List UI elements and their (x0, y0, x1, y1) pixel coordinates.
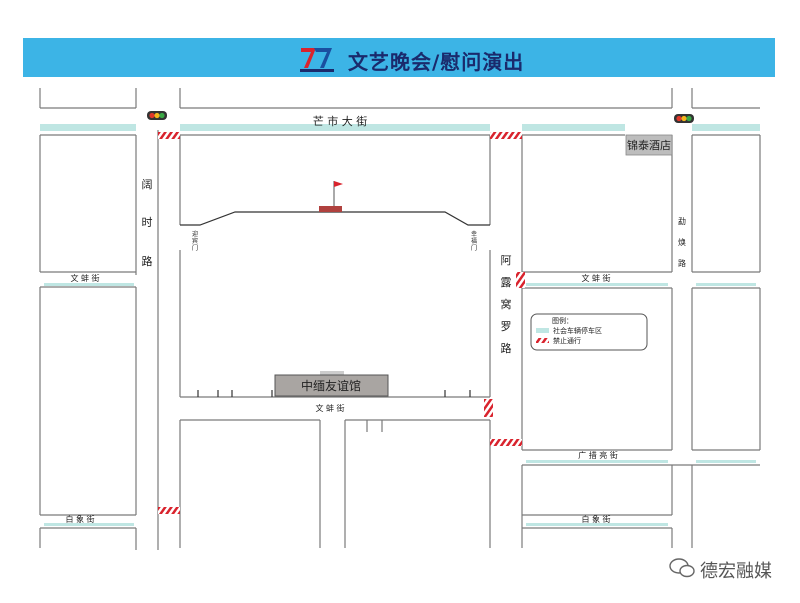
hotel-label: 锦泰酒店 (627, 138, 671, 152)
gate-west-2: 宾 (192, 237, 198, 245)
street-aluwoluo-5: 路 (501, 342, 512, 355)
logo-icon (298, 44, 338, 74)
street-baixiang-right: 白 象 街 (581, 514, 610, 524)
street-wenbang-bottom: 文 蚌 街 (315, 403, 344, 413)
gate-east-1: 幸 (471, 230, 477, 238)
traffic-light-icon (147, 111, 167, 120)
gate-west-1: 迎 (192, 230, 198, 238)
parking-zones (40, 124, 760, 526)
no-entry-markers (158, 132, 525, 514)
street-aluwoluo-4: 罗 (501, 320, 512, 333)
street-kuoshi-2: 时 (142, 216, 153, 229)
no-entry-marker (490, 132, 522, 139)
street-baixiang-left: 白 象 街 (65, 514, 94, 524)
no-entry-marker (516, 272, 525, 288)
legend-parking: 社会车辆停车区 (553, 326, 602, 335)
legend-no-entry: 禁止通行 (553, 336, 581, 345)
page-title: 文艺晚会/慰问演出 (348, 50, 525, 74)
wechat-icon (669, 558, 695, 578)
street-wenbang-right: 文 蚌 街 (581, 273, 610, 283)
street-aluwoluo-1: 阿 (501, 254, 512, 267)
watermark-text: 德宏融媒 (700, 561, 772, 582)
street-kuoshi-1: 阔 (142, 178, 153, 191)
street-aluwoluo-2: 露 (501, 276, 512, 289)
watermark (668, 556, 788, 586)
no-entry-marker (158, 507, 180, 514)
road-lines (39, 88, 761, 550)
header-banner (23, 38, 775, 77)
venue-compound (180, 211, 490, 397)
street-mangshi: 芒 市 大 街 (313, 114, 368, 128)
no-entry-marker (490, 439, 522, 446)
no-entry-marker (484, 399, 493, 417)
gate-east-3: 门 (471, 244, 477, 252)
hotel-box (625, 134, 673, 156)
street-kuoshi-3: 路 (142, 255, 153, 268)
hall-label: 中缅友谊馆 (301, 378, 361, 393)
legend-parking-swatch (536, 328, 549, 333)
no-entry-marker (158, 132, 180, 139)
legend-no-entry-swatch (536, 338, 549, 343)
street-guangcuoliang: 广 措 亮 街 (578, 450, 618, 460)
hall-roof (320, 371, 344, 375)
legend-title: 图例： (552, 316, 573, 325)
street-aluwoluo-3: 窝 (501, 297, 512, 311)
street-menghuan-3: 路 (678, 258, 686, 268)
traffic-light-icon (674, 114, 694, 123)
gate-east-2: 福 (471, 237, 477, 245)
hall-box (274, 374, 389, 397)
flag-icon (319, 181, 343, 212)
street-menghuan-1: 勐 (678, 216, 686, 226)
gate-west-3: 门 (192, 244, 198, 252)
street-menghuan-2: 焕 (678, 237, 686, 247)
street-wenbang-left: 文 蚌 街 (70, 273, 99, 283)
legend: 图例： 社会车辆停车区 禁止通行 (530, 313, 648, 351)
